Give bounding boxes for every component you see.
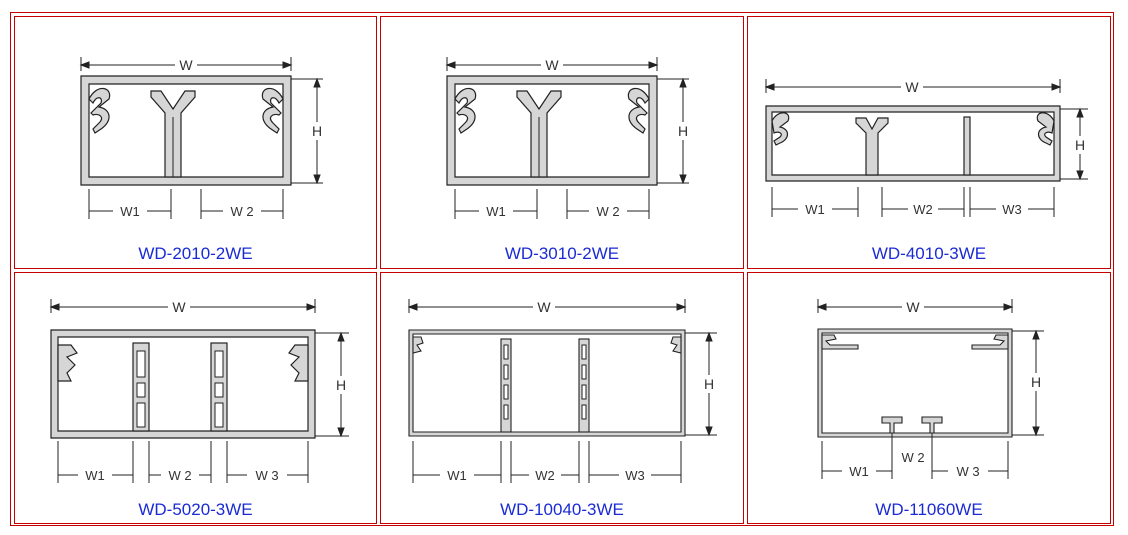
cross-section-diagram-3: W H [764,77,1088,217]
cross-section-diagram-6: W H W1 [816,297,1044,479]
model-caption: WD-2010-2WE [138,244,253,263]
w2-label: W 2 [230,204,253,219]
model-caption: WD-4010-3WE [871,244,987,263]
width-label: W [906,299,920,315]
product-grid: W H W1 W 2 WD [10,12,1114,526]
cross-section-diagram-2: W H W1 W 2 [445,55,690,219]
cross-section-diagram-1: W H W1 W 2 [79,55,324,219]
width-label: W [537,299,551,315]
width-label: W [905,79,919,95]
w1-label: W1 [120,204,140,219]
product-cell-4: W H [14,272,377,524]
w1-label: W1 [447,468,467,483]
w3-label: W3 [625,468,645,483]
w2-label: W 2 [596,204,619,219]
w2-label: W 2 [168,468,191,483]
w2-label: W 2 [901,450,924,465]
w1-label: W1 [805,202,825,217]
height-label: H [312,123,322,139]
w3-label: W 3 [255,468,278,483]
w2-label: W2 [913,202,933,217]
height-label: H [704,376,714,392]
w2-label: W2 [535,468,555,483]
height-label: H [678,123,688,139]
cross-section-diagram-5: W H [407,297,717,483]
product-cell-2: W H W1 W 2 WD [380,16,744,269]
model-caption: WD-3010-2WE [504,244,620,263]
height-label: H [1075,137,1085,153]
width-label: W [179,57,193,73]
model-caption: WD-5020-3WE [138,500,253,519]
width-label: W [172,299,186,315]
w3-label: W3 [1002,202,1022,217]
product-cell-1: W H W1 W 2 WD [14,16,377,269]
height-label: H [1031,374,1041,390]
model-caption: WD-10040-3WE [500,500,624,519]
product-cell-6: W H W1 [747,272,1111,524]
width-label: W [545,57,559,73]
w1-label: W1 [85,468,105,483]
cross-section-diagram-4: W H [49,297,349,483]
product-cell-3: W H [747,16,1111,269]
product-cell-5: W H [380,272,744,524]
w1-label: W1 [849,464,869,479]
height-label: H [336,377,346,393]
model-caption: WD-11060WE [875,500,983,519]
w3-label: W 3 [956,464,979,479]
w1-label: W1 [486,204,506,219]
